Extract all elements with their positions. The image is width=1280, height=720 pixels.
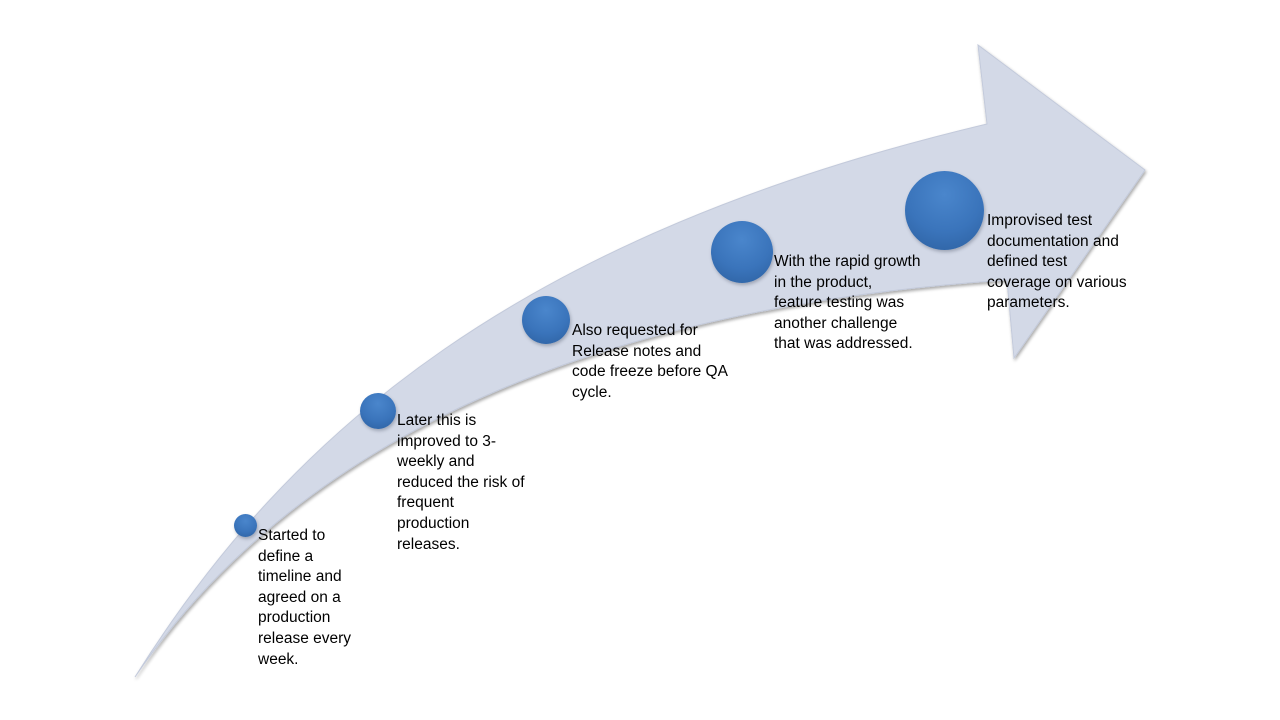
step-2-marker [360,393,396,429]
step-3-text: Also requested for Release notes and cod… [572,322,728,401]
step-2-text: Later this is improved to 3- weekly and … [397,412,525,553]
step-4-text: With the rapid growth in the product, fe… [774,253,921,353]
step-1-marker [234,514,257,537]
step-4-marker [711,221,773,283]
step-3-marker [522,296,570,344]
step-1-text: Started to define a timeline and agreed … [258,527,352,668]
arrow-body [134,43,1146,678]
step-5-marker [905,171,984,250]
step-5-text: Improvised test documentation and define… [987,212,1127,312]
